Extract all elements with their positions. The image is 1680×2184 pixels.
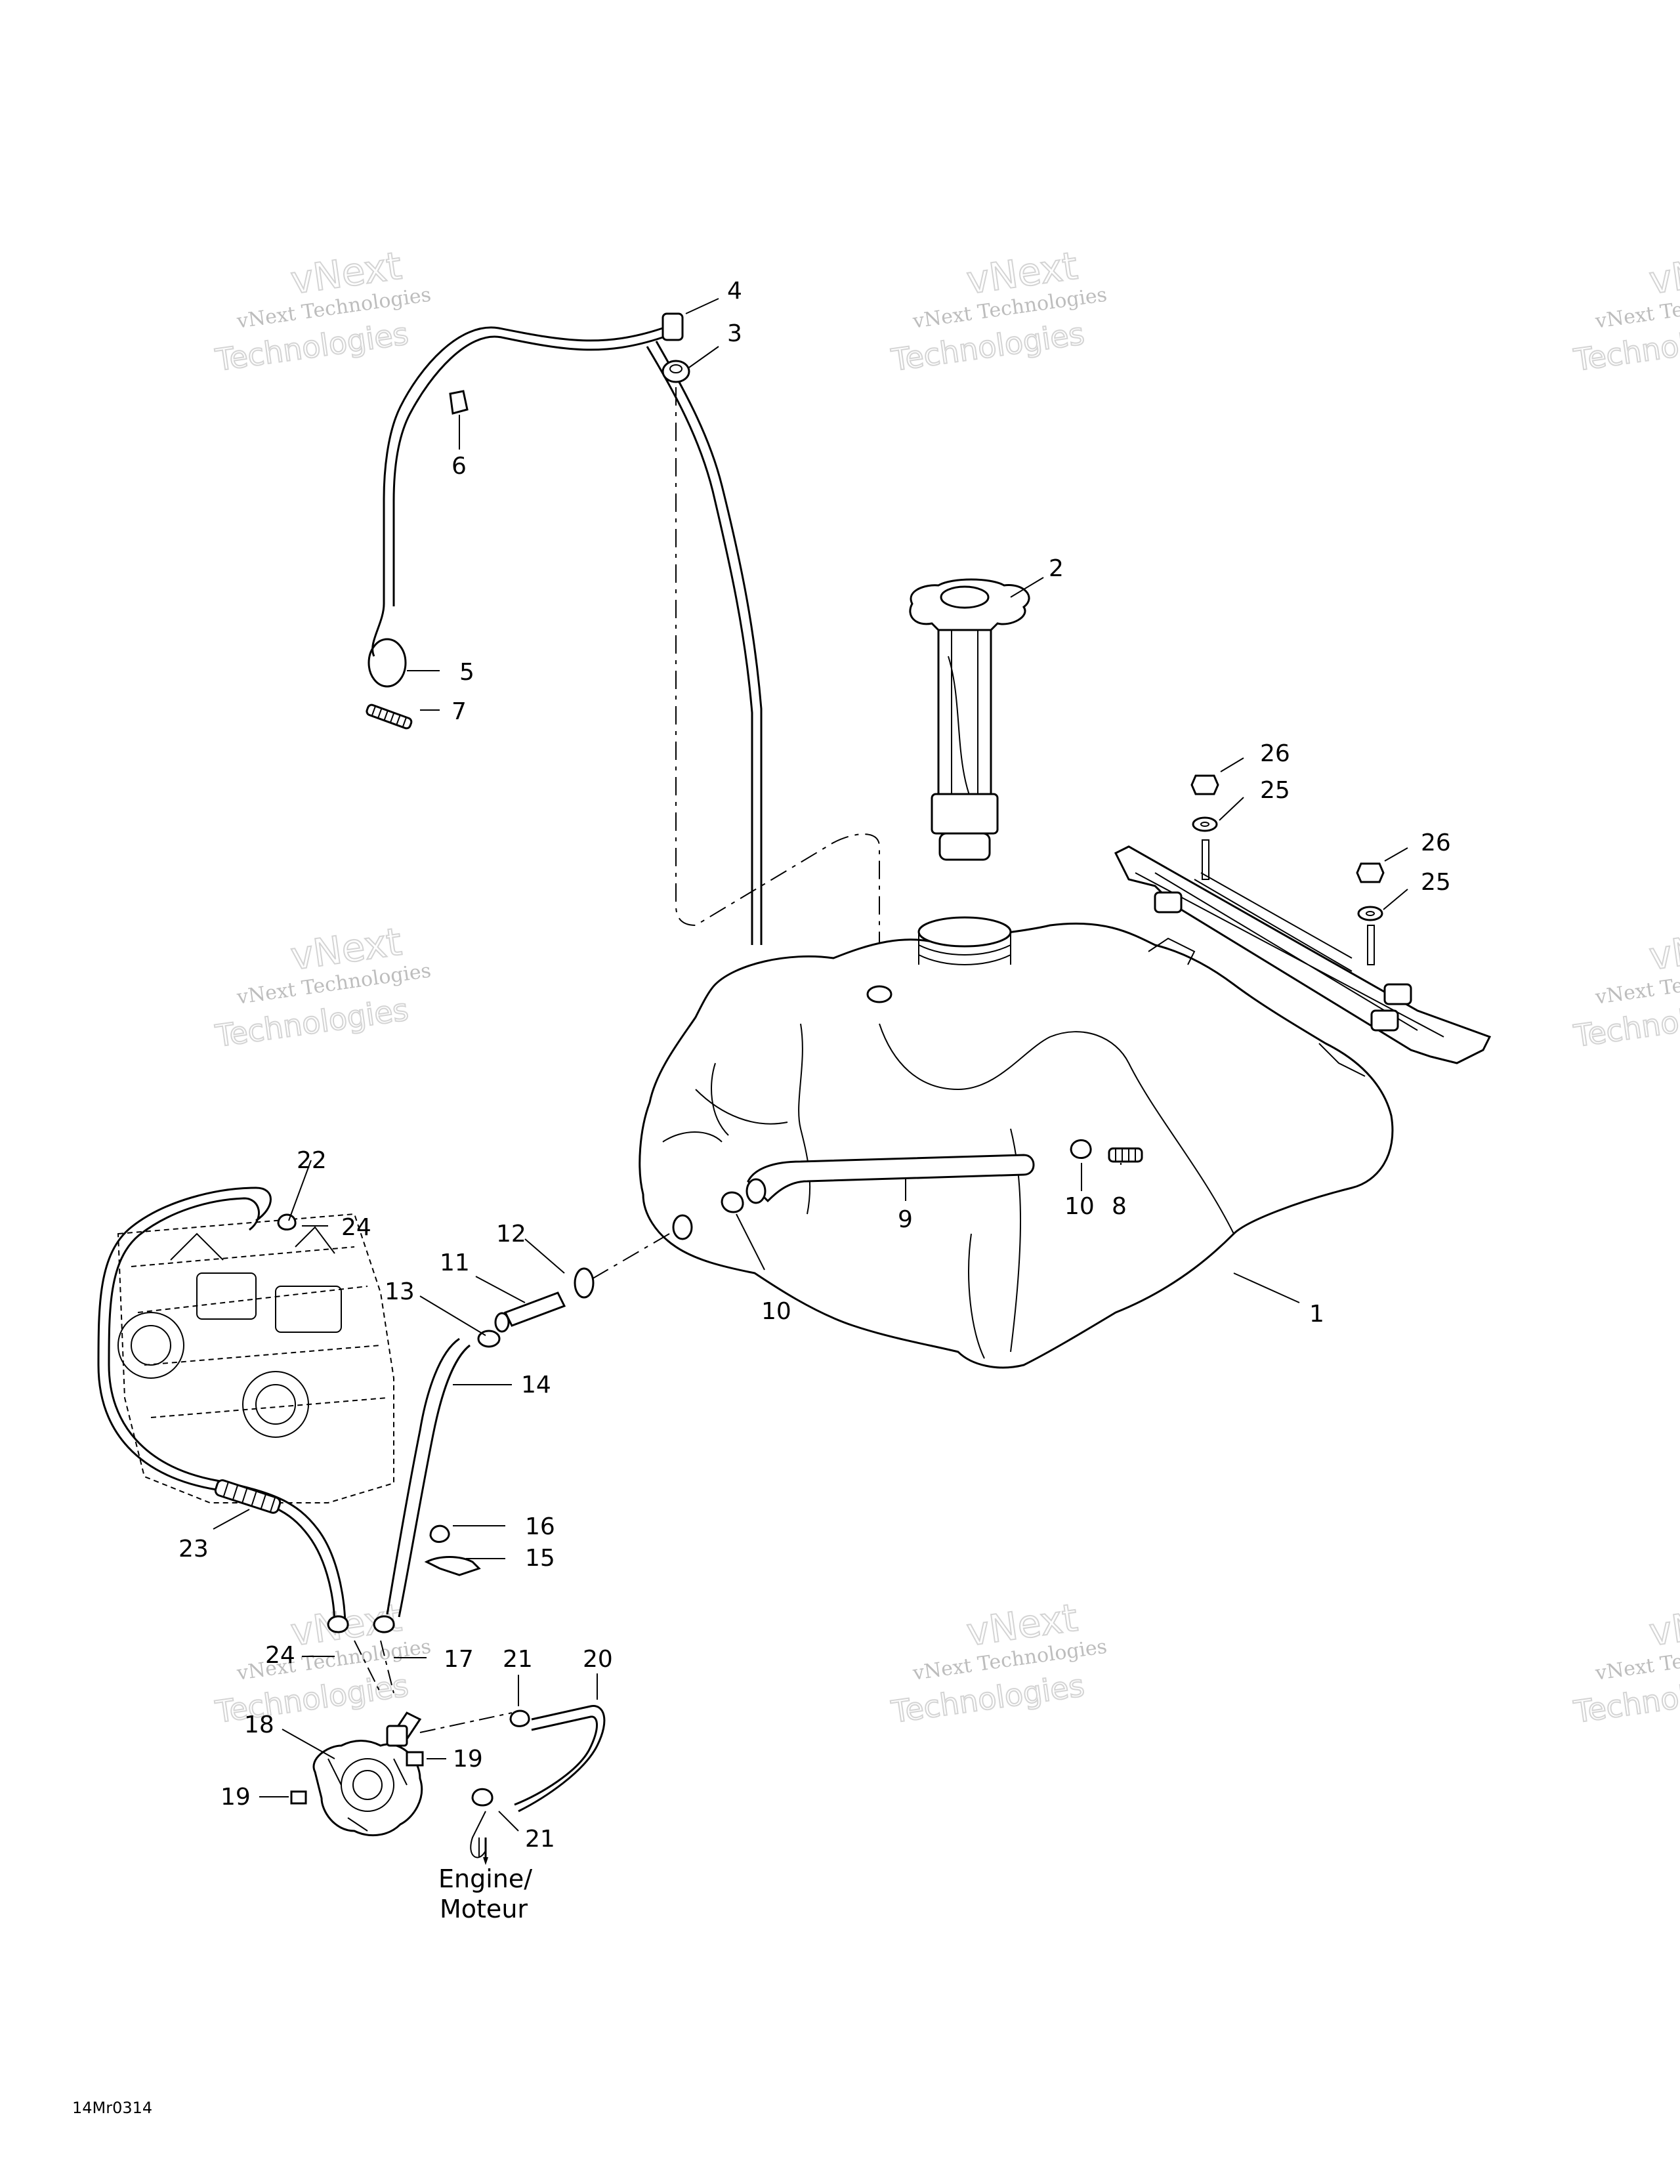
callout-14: 14 (521, 1372, 551, 1398)
svg-text:vNext: vNext (1647, 919, 1680, 979)
watermark-9: vNext vNext Technologies Technologies (1571, 1595, 1680, 1731)
svg-text:vNext: vNext (1647, 1595, 1680, 1655)
leader-lines (213, 298, 1408, 1832)
clamp (429, 1524, 450, 1543)
clamp (1070, 1139, 1092, 1159)
clamp (471, 1788, 494, 1807)
callout-7: 7 (452, 698, 467, 725)
outlet-hose (419, 1705, 606, 1865)
washer (1192, 816, 1218, 832)
callout-3: 3 (727, 320, 742, 347)
clip (449, 390, 469, 415)
callout-26-right: 26 (1421, 830, 1451, 856)
fuel-hose (386, 1337, 481, 1618)
callout-11: 11 (440, 1250, 470, 1276)
callout-15: 15 (525, 1545, 555, 1572)
engine-label-line2: Moteur (440, 1895, 528, 1923)
callout-21-bottom: 21 (525, 1826, 555, 1853)
watermark-6: vNext vNext Technologies Technologies (1571, 919, 1680, 1055)
support-clip (424, 1556, 481, 1576)
callout-23: 23 (178, 1536, 209, 1563)
clamp (373, 1615, 395, 1633)
fuel-tank (639, 916, 1394, 1369)
callout-5: 5 (459, 659, 474, 686)
callout-10-right: 10 (1064, 1193, 1095, 1220)
watermark-3: vNext vNext Technologies Technologies (1571, 243, 1680, 379)
clamp (509, 1710, 530, 1727)
watermark-8: vNext vNext Technologies Technologies (889, 1595, 1108, 1731)
callout-12: 12 (496, 1221, 526, 1248)
grommet (662, 360, 690, 383)
clamp (721, 1191, 744, 1213)
callout-16: 16 (525, 1513, 555, 1540)
pickup-tube (721, 1139, 1143, 1213)
callout-17: 17 (444, 1646, 474, 1673)
clamp (277, 1213, 297, 1230)
callout-26-left: 26 (1260, 740, 1290, 767)
nut (1356, 862, 1385, 883)
watermark-2: vNext vNext Technologies Technologies (889, 243, 1108, 379)
outlet-fittings (477, 1233, 670, 1348)
callout-6: 6 (452, 453, 467, 480)
screw (290, 1790, 307, 1805)
watermark-1: vNext vNext Technologies Technologies (213, 243, 432, 379)
callout-10-left: 10 (761, 1298, 791, 1325)
screw (406, 1751, 424, 1767)
callout-13: 13 (385, 1278, 415, 1305)
callout-19-right: 19 (453, 1746, 483, 1773)
watermark-7: vNext vNext Technologies Technologies (213, 1595, 432, 1731)
engine-block (117, 1213, 394, 1503)
callout-8: 8 (1112, 1193, 1127, 1220)
callout-24-bottom: 24 (265, 1642, 295, 1669)
callout-19-left: 19 (220, 1784, 251, 1811)
washer (1357, 906, 1383, 921)
clamp (327, 1615, 349, 1633)
drawing-code: 14Mr0314 (72, 2099, 152, 2117)
elbow-fitting (662, 312, 684, 341)
check-valve (1108, 1147, 1143, 1163)
callout-25-right: 25 (1421, 869, 1451, 896)
engine-label-line1: Engine/ (438, 1864, 532, 1893)
support-rail (1114, 774, 1492, 1064)
callout-20: 20 (583, 1646, 613, 1673)
vent-line-assembly (366, 312, 880, 984)
grommet (574, 1267, 595, 1299)
svg-text:vNext: vNext (1647, 243, 1680, 303)
spring (366, 704, 413, 730)
hose-sleeve (214, 1479, 282, 1514)
callout-numbers: 4 3 6 5 7 2 26 25 26 25 1 9 10 8 10 12 1… (178, 278, 1451, 1853)
callout-4: 4 (727, 278, 742, 304)
callout-18: 18 (244, 1712, 274, 1738)
pulse-hose (97, 1186, 395, 1633)
callout-22: 22 (297, 1147, 327, 1174)
callout-21-top: 21 (503, 1646, 533, 1673)
outlet-fitting (503, 1292, 566, 1327)
callout-24-top: 24 (341, 1214, 371, 1241)
watermark-4: vNext vNext Technologies Technologies (213, 919, 432, 1055)
fuel-pump (290, 1640, 424, 1837)
callout-1: 1 (1309, 1301, 1324, 1328)
callout-25-left: 25 (1260, 777, 1290, 804)
fuel-gauge-cap (909, 578, 1030, 861)
nut (1190, 774, 1219, 795)
callout-9: 9 (898, 1206, 913, 1233)
callout-2: 2 (1049, 555, 1064, 582)
